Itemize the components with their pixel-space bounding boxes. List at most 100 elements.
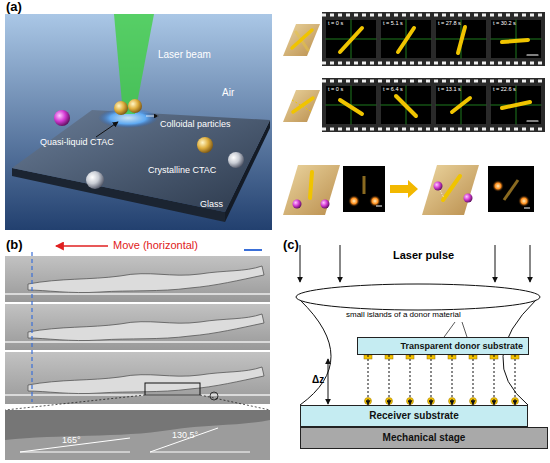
text-label: t = 0 s (328, 21, 343, 27)
reference-line (31, 252, 32, 402)
path-schematic (292, 100, 312, 112)
velocity-arrow (146, 116, 158, 117)
transfer-arrow (431, 355, 432, 405)
rod-image (398, 28, 414, 52)
particle-glow (369, 195, 381, 207)
pulse-arrow (495, 245, 496, 282)
angle-lines (20, 428, 250, 452)
fiber-closeup (5, 420, 270, 460)
laser-beam (114, 14, 154, 114)
lens (296, 284, 540, 310)
substrate-schematic (283, 90, 320, 122)
text-label: Crystalline CTAC (148, 166, 216, 175)
substrate-layer: Transparent donor substrate (357, 337, 529, 355)
rod-schematic (443, 176, 460, 200)
text-label: Quasi-liquid CTAC (40, 138, 114, 147)
transfer-arrow (368, 355, 369, 405)
direction-arrow (56, 245, 108, 247)
donor-island (490, 355, 498, 359)
crosshair (326, 86, 541, 124)
transferred-dot (449, 398, 456, 405)
transferred-dots (365, 398, 519, 405)
scale-bar (244, 249, 262, 251)
transferred-dot (491, 398, 498, 405)
text-label: t = 13.1 s (438, 87, 461, 93)
film-perforation (322, 78, 545, 132)
beam-envelope (300, 300, 331, 405)
substrate-schematic (283, 24, 320, 56)
transfer-arrow (515, 355, 516, 405)
transferred-dot (386, 398, 393, 405)
text-label: t = 30.2 s (493, 21, 516, 27)
text-label: small islands of a donor material (346, 311, 461, 319)
transferred-dot (512, 398, 519, 405)
scale-bar (376, 206, 382, 207)
transfer-arrow (410, 355, 411, 405)
micrograph-frames (326, 20, 541, 58)
text-label: (a) (6, 0, 22, 13)
crosshair (326, 20, 541, 58)
pulse-arrow (340, 245, 341, 282)
rod-image (452, 98, 470, 112)
rod-image (458, 27, 465, 53)
donor-island (448, 355, 456, 359)
scale-bar (527, 54, 538, 55)
magenta-particle (321, 200, 330, 209)
text-label: (c) (283, 238, 299, 251)
substrate-schematic (422, 165, 479, 215)
text-label: 165° (62, 436, 81, 445)
scale-bar (524, 208, 530, 209)
particle-glow (518, 195, 530, 207)
text-label: t = 6.4 s (383, 87, 403, 93)
micrograph (343, 166, 385, 212)
text-label: Move (horizontal) (113, 240, 198, 251)
donor-island (427, 355, 435, 359)
rod-image (504, 180, 518, 200)
film-strip (322, 78, 545, 132)
rod-image (340, 28, 362, 52)
substrate-edge (5, 394, 270, 396)
node-label: Transparent donor substrate (400, 342, 523, 351)
magenta-particle (293, 200, 302, 209)
pulse-arrow (300, 245, 301, 282)
text-label: 130.5° (172, 431, 198, 440)
silver-particle (86, 171, 104, 189)
silver-particle (228, 152, 244, 168)
text-label: Glass (200, 200, 223, 209)
scene-background (5, 14, 272, 230)
sem-frame (5, 352, 270, 404)
sem-frame (5, 256, 270, 302)
transition-arrow (390, 180, 418, 198)
donor-islands (364, 355, 519, 359)
text-label: (b) (6, 238, 23, 251)
text-label: Colloidal particles (160, 120, 231, 129)
scale-bar (527, 120, 538, 121)
transferred-dot (428, 398, 435, 405)
transfer-arrow (494, 355, 495, 405)
substrate-edge (5, 293, 270, 295)
magenta-particle (464, 194, 473, 203)
transferred-dot (470, 398, 477, 405)
substrate-layer: Mechanical stage (300, 427, 548, 449)
donor-island (511, 355, 519, 359)
zoom-inset (5, 410, 270, 460)
transferred-dot (365, 398, 372, 405)
rod-image (340, 100, 362, 114)
fiber-image (28, 266, 264, 293)
transfer-arrow (473, 355, 474, 405)
zoom-line (200, 395, 270, 410)
micrograph (488, 166, 534, 212)
text-label: Δz (312, 375, 324, 385)
rod-schematic (292, 30, 312, 48)
magenta-particle (54, 110, 70, 126)
fiber-image (28, 367, 264, 394)
rod-image (363, 176, 366, 194)
gold-particle (114, 101, 128, 115)
sem-frame (5, 304, 270, 350)
pulse-arrow (530, 245, 531, 282)
text-label: t = 0 s (328, 87, 343, 93)
substrate-edge (5, 341, 270, 343)
